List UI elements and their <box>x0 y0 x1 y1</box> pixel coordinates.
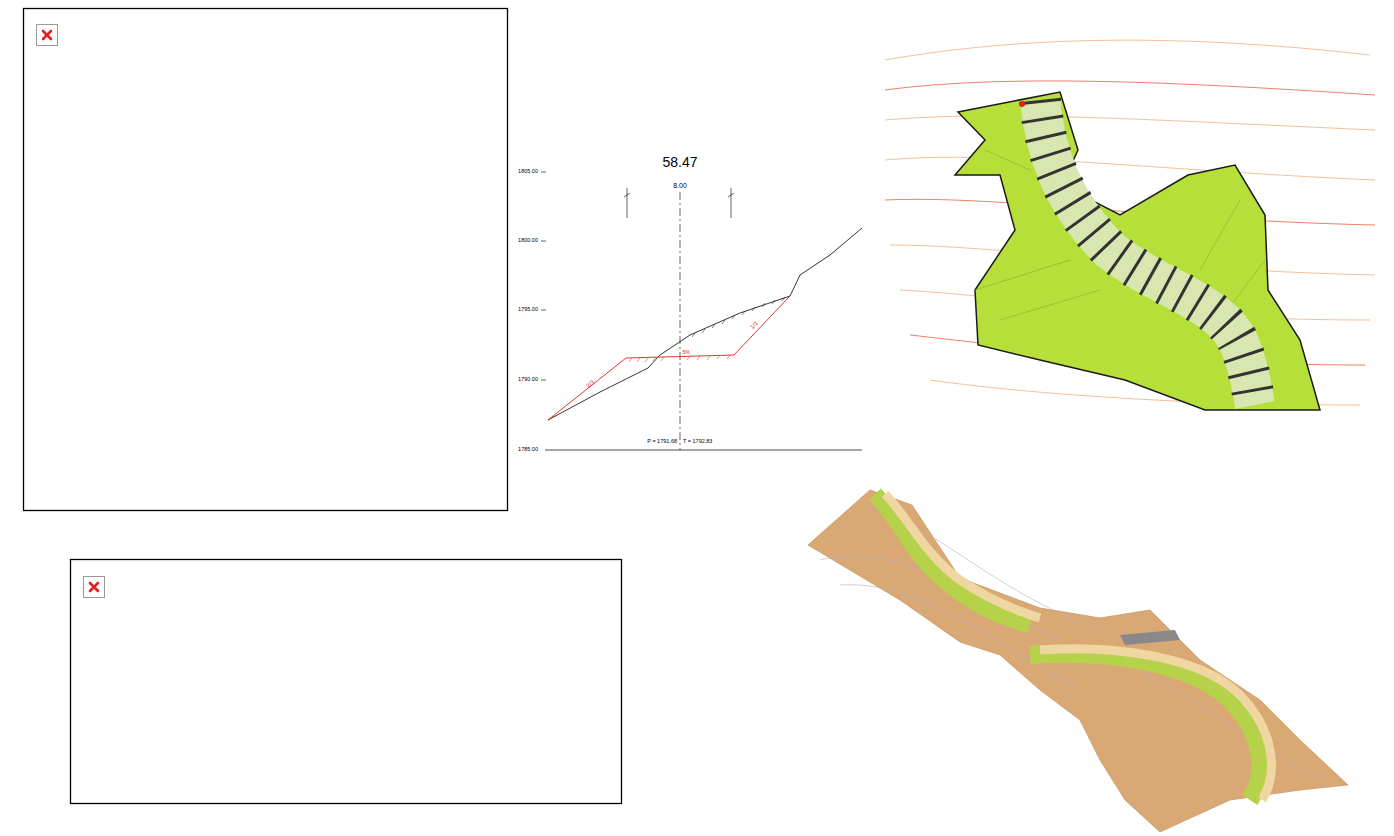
surface-model <box>885 40 1375 410</box>
dimension-label: 1795.00 <box>518 307 538 313</box>
dimension-label: 1/1 <box>749 320 759 330</box>
dimension-label: 1805.00 <box>518 169 538 175</box>
terrain-model <box>808 490 1348 832</box>
cross-section <box>541 172 862 450</box>
broken-image-icon <box>37 25 58 46</box>
dimension-label: 58.47 <box>662 155 697 169</box>
image-frame <box>24 9 508 511</box>
dimension-label: 5% <box>682 350 689 355</box>
dimension-label: P = 1791.68 <box>647 439 677 445</box>
dimension-label: 1790.00 <box>518 377 538 383</box>
broken-image-icon <box>84 577 105 598</box>
dimension-label: 8.00 <box>673 182 687 189</box>
dimension-label: 1785.00 <box>518 447 538 453</box>
dimension-label: T = 1792.83 <box>683 439 712 445</box>
dimension-label: 1800.00 <box>518 238 538 244</box>
image-frame <box>71 560 622 804</box>
dimension-label: 2/3 <box>585 379 595 389</box>
